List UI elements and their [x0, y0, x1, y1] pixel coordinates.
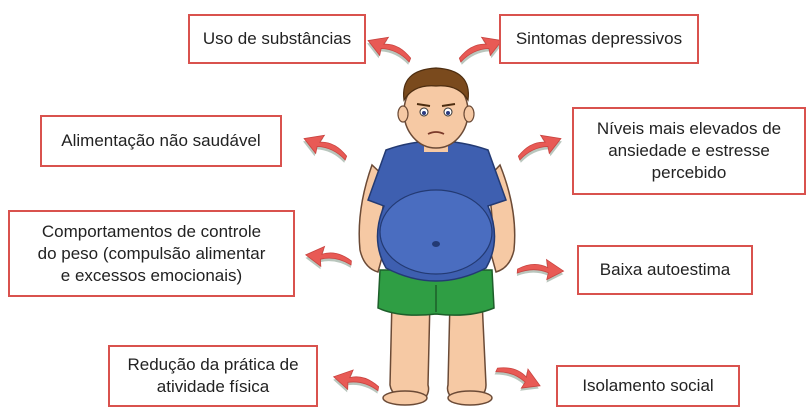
box-uso-substancias: Uso de substâncias — [188, 14, 366, 64]
label-controle-peso-line1: Comportamentos de controle — [41, 221, 262, 241]
arrow-isolamento — [494, 367, 541, 391]
arrow-uso-substancias — [367, 36, 412, 65]
label-autoestima-line1: Baixa autoestima — [599, 260, 731, 279]
box-ansiedade: Níveis mais elevados de ansiedade e estr… — [572, 107, 806, 195]
arrow-autoestima — [516, 258, 565, 283]
label-isolamento-line1: Isolamento social — [582, 376, 714, 395]
label-atividade-fisica-line1: Redução da prática de — [127, 355, 299, 374]
arrow-alimentacao — [303, 134, 348, 163]
box-controle-peso: Comportamentos de controle do peso (comp… — [8, 210, 295, 297]
arrow-controle-peso — [304, 245, 352, 270]
label-uso-substancias-line1: Uso de substâncias — [202, 29, 352, 48]
label-controle-peso-line3: e excessos emocionais) — [60, 265, 243, 285]
box-sintomas-depressivos: Sintomas depressivos — [499, 14, 699, 64]
label-sintomas-depressivos-line1: Sintomas depressivos — [515, 29, 683, 48]
label-alimentacao-line1: Alimentação não saudável — [61, 131, 261, 150]
box-autoestima: Baixa autoestima — [577, 245, 753, 295]
label-controle-peso-line2: do peso (compulsão alimentar — [37, 243, 266, 263]
arrow-atividade-fisica — [332, 369, 380, 394]
box-isolamento: Isolamento social — [556, 365, 740, 407]
label-ansiedade-line3: percebido — [651, 163, 727, 182]
box-alimentacao: Alimentação não saudável — [40, 115, 282, 167]
arrow-ansiedade — [517, 134, 562, 163]
label-ansiedade-line1: Níveis mais elevados de — [596, 119, 782, 138]
box-atividade-fisica: Redução da prática de atividade física — [108, 345, 318, 407]
label-atividade-fisica-line2: atividade física — [156, 377, 270, 396]
arrow-sintomas-depressivos — [458, 36, 503, 65]
label-ansiedade-line2: ansiedade e estresse — [608, 141, 770, 160]
